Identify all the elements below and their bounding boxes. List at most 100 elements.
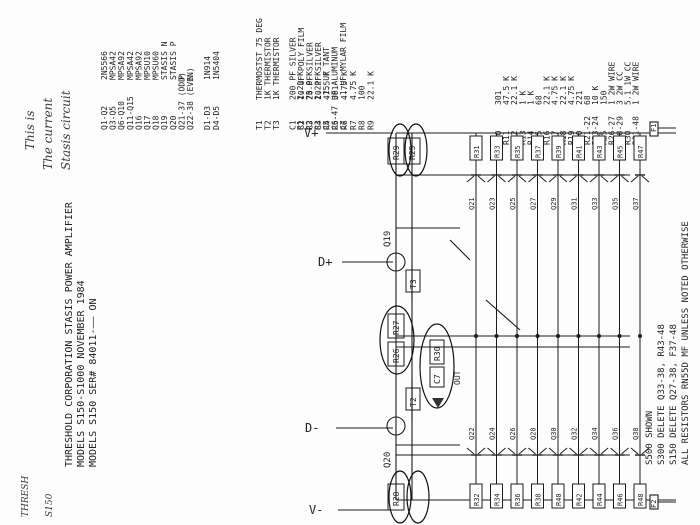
part-ref: Q6-Q10	[117, 101, 126, 130]
part-ref: R31-48	[632, 116, 641, 145]
part-value: 2.21 K	[314, 71, 323, 100]
d-plus-callout: D+	[318, 255, 332, 269]
emitter-resistor	[551, 135, 565, 161]
t2-label: T2	[409, 397, 418, 407]
junction-dot	[638, 334, 642, 338]
bottom-resistor-label: R32	[473, 493, 481, 506]
emitter-resistor	[510, 135, 524, 161]
r29-label: R29	[392, 145, 401, 160]
part-ref: R14	[526, 130, 535, 145]
part-value: UF ALUMINUM	[331, 47, 340, 100]
emitter-resistor	[510, 483, 524, 509]
part-ref: R19	[567, 130, 576, 145]
emitter-resistor	[572, 135, 585, 161]
part-ref: C1	[289, 120, 298, 130]
part-value: MPSA42	[126, 51, 135, 80]
part-value: 4.75 K	[567, 76, 576, 105]
part-value: 5.1 1W CC	[624, 61, 633, 105]
part-value: 1 2W WIRE	[607, 61, 616, 105]
bottom-resistor-label: R44	[596, 493, 604, 506]
left-scribble-2: S150	[45, 493, 55, 517]
emitter-resistor	[613, 483, 626, 509]
part-ref: R7	[349, 120, 358, 130]
part-ref: Q20	[169, 115, 178, 130]
bottom-transistor-label: Q26	[509, 427, 517, 440]
part-ref: C5	[322, 120, 331, 130]
bottom-resistor-label: R38	[535, 493, 543, 506]
part-value: 4.75 K	[340, 71, 349, 100]
top-transistor-label: Q33	[591, 197, 599, 210]
part-ref: D4-D5	[212, 106, 221, 130]
q20-label: Q20	[383, 452, 393, 468]
part-value: 20 PF SILVER	[305, 42, 314, 100]
top-transistor-label: Q31	[571, 197, 579, 210]
emitter-resistor	[469, 135, 483, 161]
bottom-transistor-label: Q24	[489, 427, 497, 440]
left-scribble-1: THRESH	[21, 476, 31, 517]
part-ref: Q22-38 (EVEN)	[186, 67, 195, 130]
v-plus-callout: V+	[304, 126, 318, 140]
top-resistor-label: R43	[596, 145, 604, 158]
part-ref: R9	[366, 120, 375, 130]
bottom-transistor-label: Q38	[632, 427, 640, 440]
emitter-resistor	[592, 483, 606, 509]
part-ref: C4	[314, 120, 323, 130]
schematic-body	[326, 121, 676, 511]
bottom-transistor-label: Q34	[591, 427, 599, 440]
top-transistor-label: Q35	[612, 197, 620, 210]
part-value: 47.5 K	[322, 71, 331, 100]
junction-dot	[617, 334, 622, 338]
part-value: MPSA42	[109, 51, 118, 80]
emitter-resistor	[551, 483, 565, 509]
part-ref: R5	[331, 120, 340, 130]
t3-label: T3	[409, 279, 418, 289]
part-ref: Q1-Q2	[100, 106, 109, 130]
bottom-transistor-label: Q28	[530, 427, 538, 440]
top-resistor-label: R37	[535, 145, 543, 158]
hand-drawn-circles	[379, 123, 455, 524]
top-resistor-label: R41	[576, 145, 584, 158]
part-ref: Q18	[152, 115, 161, 130]
d-minus-callout: D-	[305, 421, 319, 435]
v-minus-callout: V-	[309, 503, 323, 517]
top-transistor-label: Q23	[489, 197, 497, 210]
r27-label: R27	[392, 320, 401, 335]
part-ref: R11	[502, 130, 511, 145]
part-ref: R2	[305, 120, 314, 130]
junction-dot	[515, 334, 519, 338]
part-value: 10 UF POLY FILM	[297, 28, 306, 100]
c7-label: C7	[433, 374, 442, 384]
part-ref: T3	[272, 120, 281, 130]
note-line-4: ALL RESISTORS RN55D MF UNLESS NOTED OTHE…	[681, 221, 691, 465]
output-transistor-array: R31Q21Q22R32R33Q23Q24R34R35Q25Q26R36R37Q…	[466, 133, 650, 509]
r25-label: R25	[408, 145, 417, 160]
f2-label: F2	[650, 500, 658, 508]
r30-label: R30	[433, 346, 442, 361]
part-value: 1 K	[518, 90, 527, 105]
part-value: 100	[358, 85, 367, 100]
part-ref: Q21-37 (ODD)	[177, 72, 186, 130]
bottom-resistor-label: R46	[617, 493, 625, 506]
part-value: 22.1 K	[543, 76, 552, 105]
bottom-resistor-label: R40	[555, 493, 563, 506]
part-ref: C2	[297, 120, 306, 130]
part-ref: Q16	[134, 115, 143, 130]
note-line-1: S500 SHOWN	[645, 411, 655, 465]
driver-stage: Q19 Q20 T3 T2 R27 R26 R30 C7 OUT R29 R25…	[383, 124, 658, 511]
top-transistor-label: Q21	[468, 197, 476, 210]
out-label: OUT	[453, 370, 462, 385]
part-value: 1 2W WIRE	[632, 61, 641, 105]
parts-list-semiconductors: Q1-Q22N5566Q3-Q5MPSA42Q6-Q10MPSA92Q11-Q1…	[100, 41, 221, 130]
part-value: 10 K	[591, 86, 600, 105]
part-ref: R8	[358, 120, 367, 130]
bottom-transistor-label: Q30	[550, 427, 558, 440]
margin-note-2: The current	[41, 98, 55, 170]
part-value: 4.75 K	[551, 76, 560, 105]
part-value: 3 2W CC	[616, 71, 625, 105]
part-value: 301	[331, 85, 340, 100]
